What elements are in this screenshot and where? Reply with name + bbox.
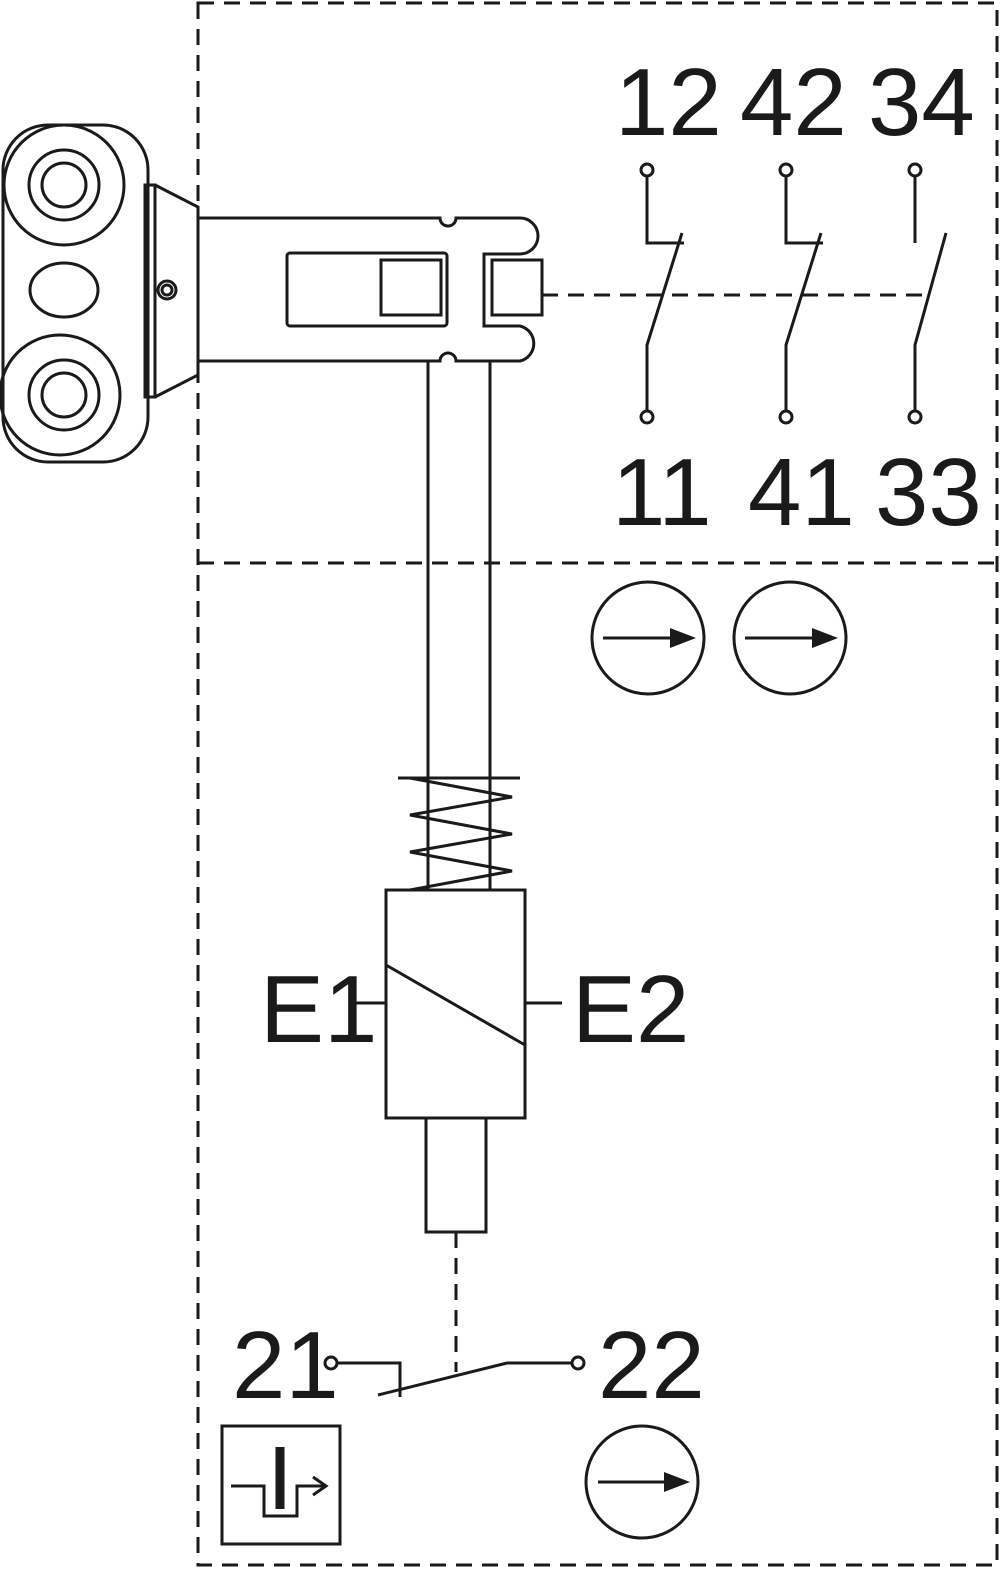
door-interlock-symbol-icon [220, 1424, 342, 1546]
terminal-22: 22 [598, 1312, 705, 1419]
terminal-21: 21 [232, 1312, 339, 1419]
positive-opening-icon [590, 580, 706, 696]
terminal-33: 33 [875, 439, 982, 546]
plunger [198, 216, 930, 890]
terminal-42: 42 [740, 49, 847, 156]
actuator-head [0, 123, 200, 464]
positive-opening-icon [584, 1424, 700, 1540]
solenoid-coil [352, 888, 562, 1372]
contact-21-22 [323, 1355, 586, 1397]
terminal-41: 41 [748, 439, 855, 546]
terminal-34: 34 [868, 49, 975, 156]
terminal-12: 12 [615, 49, 722, 156]
spring [398, 776, 520, 892]
terminal-11: 11 [612, 439, 712, 546]
terminal-e2: E2 [572, 956, 689, 1063]
terminal-e1: E1 [260, 956, 377, 1063]
contact-42-41 [778, 162, 823, 425]
contact-34-33 [907, 162, 948, 425]
positive-opening-icon [732, 580, 848, 696]
housing-boundary [196, 1, 999, 1567]
contact-12-11 [639, 162, 684, 425]
